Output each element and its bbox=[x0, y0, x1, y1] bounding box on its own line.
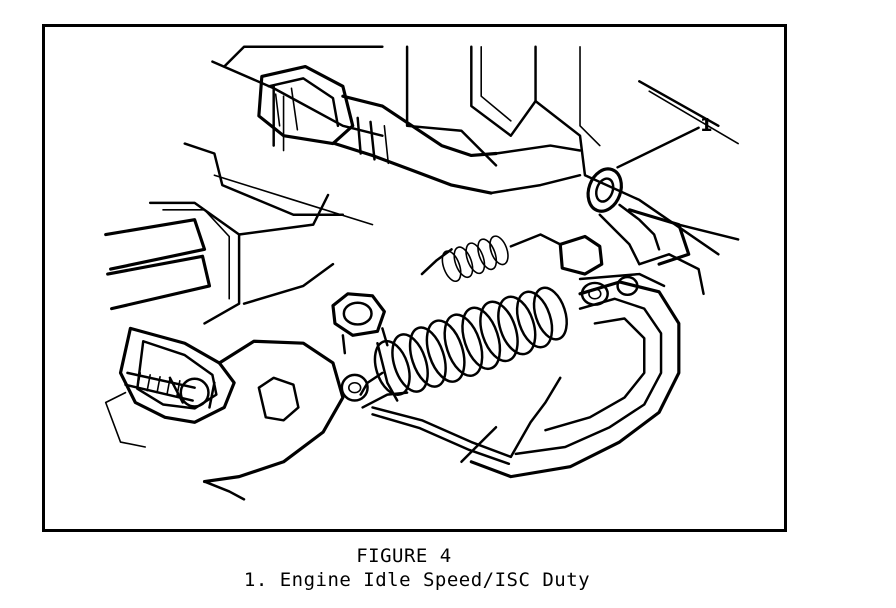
small-spring bbox=[420, 233, 562, 283]
throttle-lever bbox=[104, 326, 345, 501]
left-bracket bbox=[104, 174, 374, 325]
threaded-stud bbox=[124, 371, 196, 402]
upper-casting bbox=[183, 45, 739, 256]
return-spring bbox=[359, 286, 568, 402]
linkage-rod bbox=[361, 376, 562, 466]
fuel-line bbox=[257, 64, 582, 195]
callout-number: 1 bbox=[700, 115, 713, 136]
cam-arm bbox=[469, 272, 681, 479]
figure-frame: 1 bbox=[42, 24, 787, 532]
carburetor-linkage-drawing bbox=[104, 45, 740, 501]
figure-legend: 1. Engine Idle Speed/ISC Duty bbox=[243, 569, 591, 591]
callout-leader bbox=[616, 126, 700, 169]
figure-title: FIGURE 4 bbox=[356, 545, 452, 567]
isc-duty-screw bbox=[558, 167, 740, 296]
center-nut bbox=[331, 292, 389, 402]
